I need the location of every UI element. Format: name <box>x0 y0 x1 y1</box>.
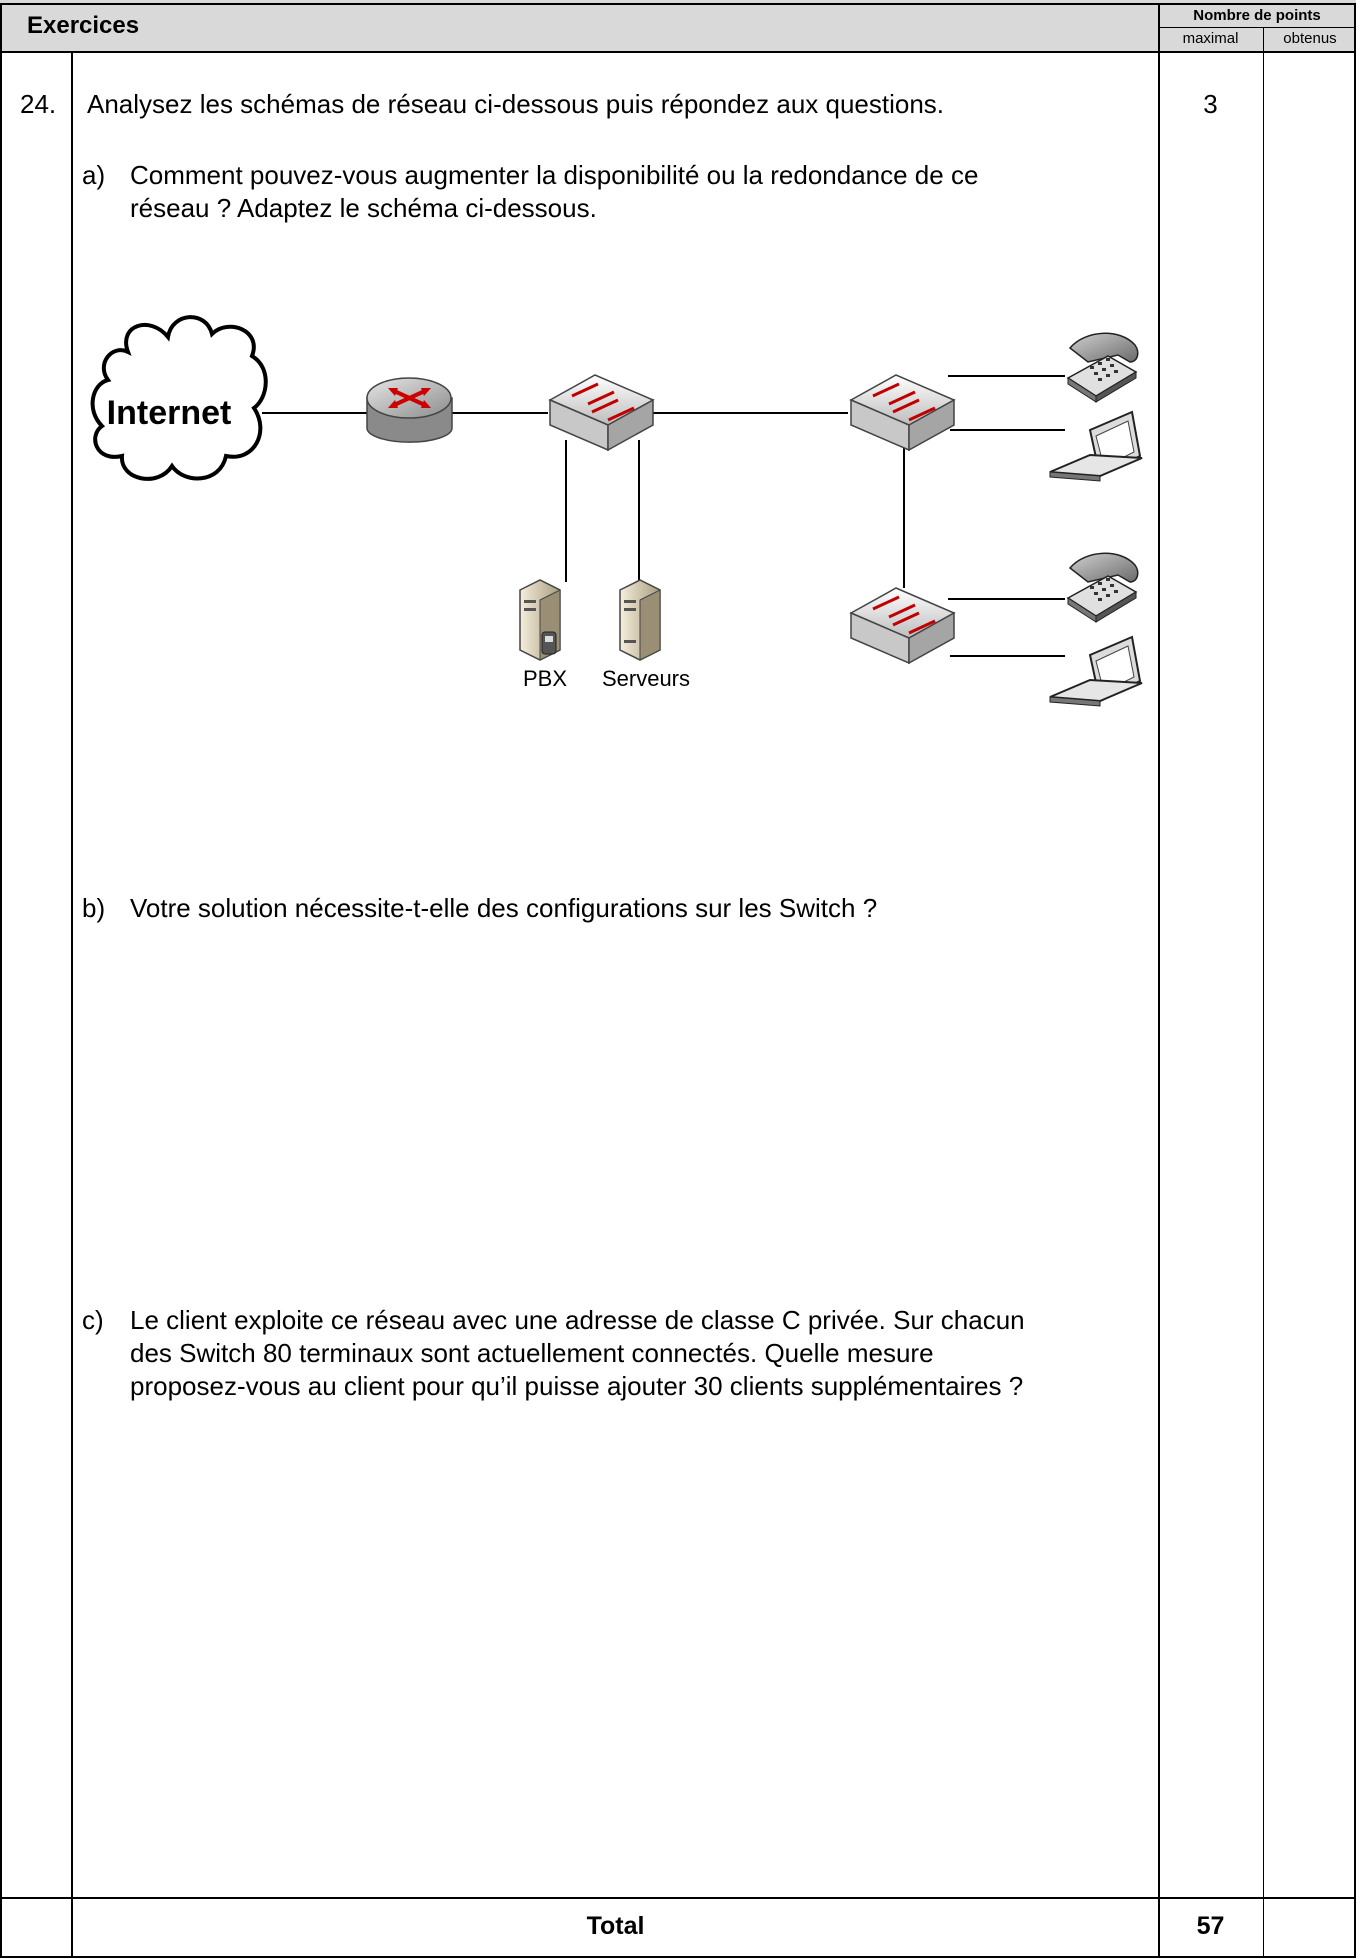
question-a-line-1: Comment pouvez-vous augmenter la disponi… <box>130 160 979 190</box>
access-switch-1-icon <box>849 374 956 452</box>
max-col-header: maximal <box>1182 30 1239 47</box>
rule-right <box>1354 3 1356 1958</box>
total-label: Total <box>586 1912 645 1940</box>
rule-max-col <box>1158 3 1160 1958</box>
rule-number-col <box>71 51 73 1958</box>
rule-total-top <box>0 1897 1356 1899</box>
question-c-line-2: des Switch 80 terminaux sont actuellemen… <box>130 1338 934 1368</box>
laptop-2-icon <box>1049 635 1143 707</box>
rule-left <box>0 3 2 1958</box>
internet-label: Internet <box>107 394 232 432</box>
pbx-server-icon <box>519 579 561 661</box>
question-b-line-1: Votre solution nécessite-t-elle des conf… <box>130 893 878 923</box>
question-b-letter: b) <box>82 893 106 923</box>
network-diagram: Internet <box>90 315 1143 707</box>
header-title: Exercices <box>27 12 140 39</box>
phone-1-icon <box>1066 332 1139 403</box>
laptop-1-icon <box>1049 410 1143 482</box>
question-a-letter: a) <box>82 160 106 190</box>
points-header: Nombre de points <box>1193 7 1321 24</box>
servers-icon <box>619 579 661 661</box>
rule-header-split <box>1158 27 1356 28</box>
core-switch-icon <box>548 374 655 452</box>
phone-2-icon <box>1066 552 1139 623</box>
question-c-line-3: proposez-vous au client pour qu’il puiss… <box>130 1371 1024 1401</box>
rule-top <box>0 3 1356 5</box>
question-c-letter: c) <box>82 1305 104 1335</box>
total-points: 57 <box>1196 1912 1225 1940</box>
obtained-col-header: obtenus <box>1283 30 1337 47</box>
access-switch-2-icon <box>849 587 956 665</box>
pbx-label: PBX <box>523 666 567 691</box>
rule-bottom <box>0 1956 1356 1958</box>
servers-label: Serveurs <box>602 666 690 691</box>
internet-cloud-icon: Internet <box>90 315 268 481</box>
router-icon <box>366 377 453 443</box>
exercise-intro: Analysez les schémas de réseau ci-dessou… <box>87 89 945 119</box>
header-band <box>0 0 1356 51</box>
question-a-line-2: réseau ? Adaptez le schéma ci-dessous. <box>130 193 597 223</box>
question-c-line-1: Le client exploite ce réseau avec une ad… <box>130 1305 1025 1335</box>
max-points: 3 <box>1203 89 1218 119</box>
exercise-number: 24. <box>20 89 57 119</box>
rule-header-bottom <box>0 51 1356 53</box>
rule-obtained-col <box>1263 27 1264 1958</box>
